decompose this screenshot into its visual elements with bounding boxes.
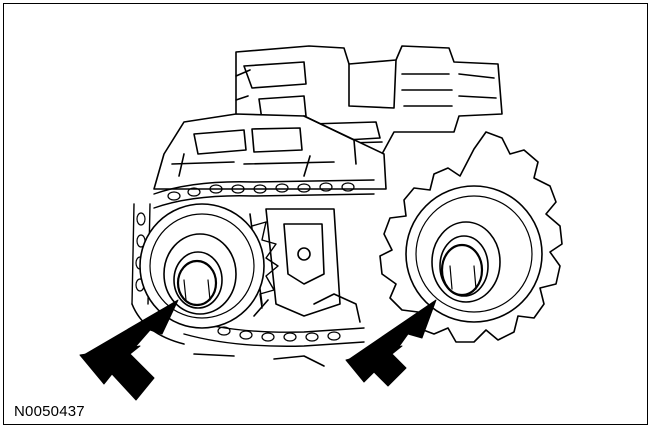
pointer-arrow-right <box>345 345 407 387</box>
left-camshaft-sprocket <box>139 203 279 329</box>
pointer-arrow-right-head <box>347 299 437 361</box>
pointer-arrow-left <box>79 345 155 401</box>
figure-reference-number: N0050437 <box>14 403 85 420</box>
right-camshaft-sprocket <box>379 131 563 343</box>
pointer-arrow-left-head <box>81 299 179 357</box>
engine-timing-illustration <box>79 45 563 401</box>
cylinder-head-lower <box>153 113 387 190</box>
figure-frame: N0050437 <box>3 3 648 425</box>
chain-tensioner-bracket <box>249 208 341 317</box>
